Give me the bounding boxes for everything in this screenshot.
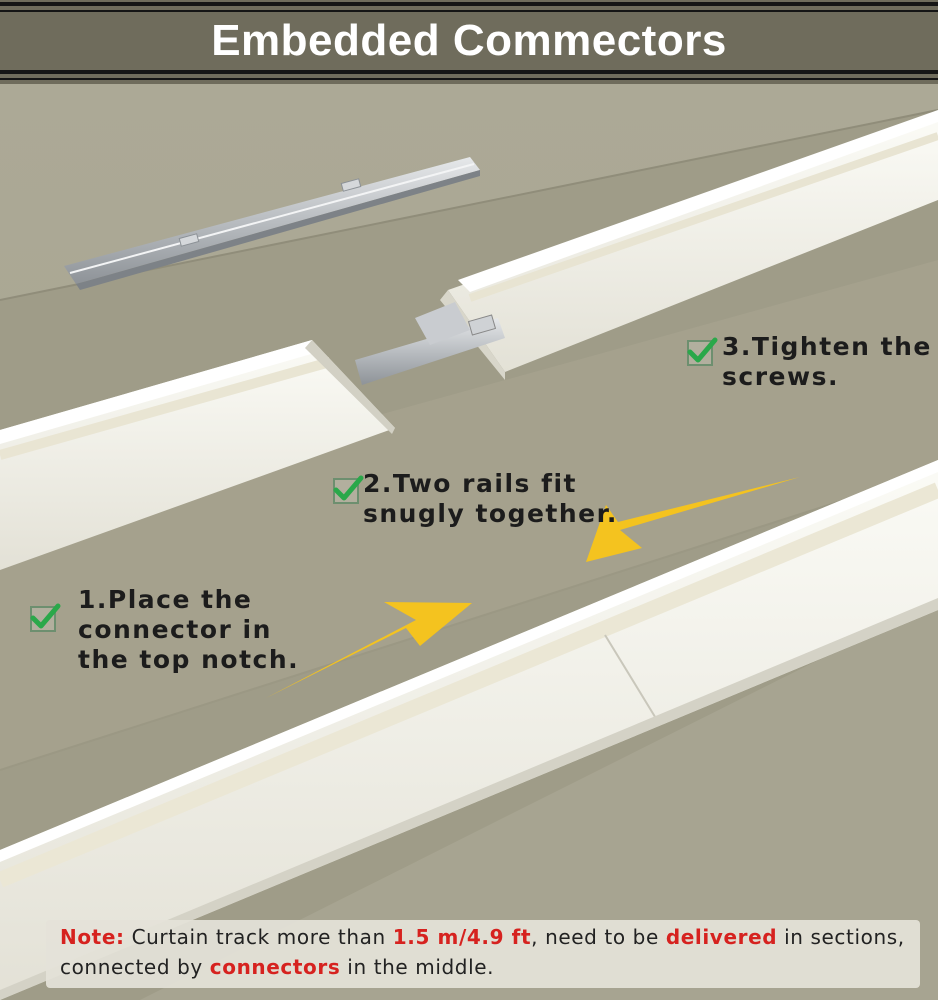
rail-lower: [0, 460, 938, 1000]
step-2-text: 2.Two rails fit snugly together.: [363, 469, 618, 528]
note-text: Note: Curtain track more than 1.5 m/4.9 …: [60, 925, 905, 979]
arrow-icon: [266, 602, 472, 698]
check-icon: [30, 603, 61, 632]
note-panel: [46, 920, 920, 988]
inserted-connector: [355, 302, 505, 385]
step-1-text: 1.Place the connector in the top notch.: [78, 585, 300, 674]
floor-panel-light: [0, 260, 938, 770]
arrow-icon: [586, 477, 800, 562]
check-icon: [333, 475, 364, 504]
loose-connector: [64, 157, 480, 290]
page-title: Embedded Commectors: [211, 16, 727, 65]
rail-upper-left: [0, 340, 395, 570]
check-icon: [687, 337, 718, 366]
header-banner: Embedded Commectors: [0, 0, 938, 84]
step-3-text: 3.Tighten the screws.: [722, 332, 932, 391]
floor-panel-lower: [140, 600, 938, 1000]
